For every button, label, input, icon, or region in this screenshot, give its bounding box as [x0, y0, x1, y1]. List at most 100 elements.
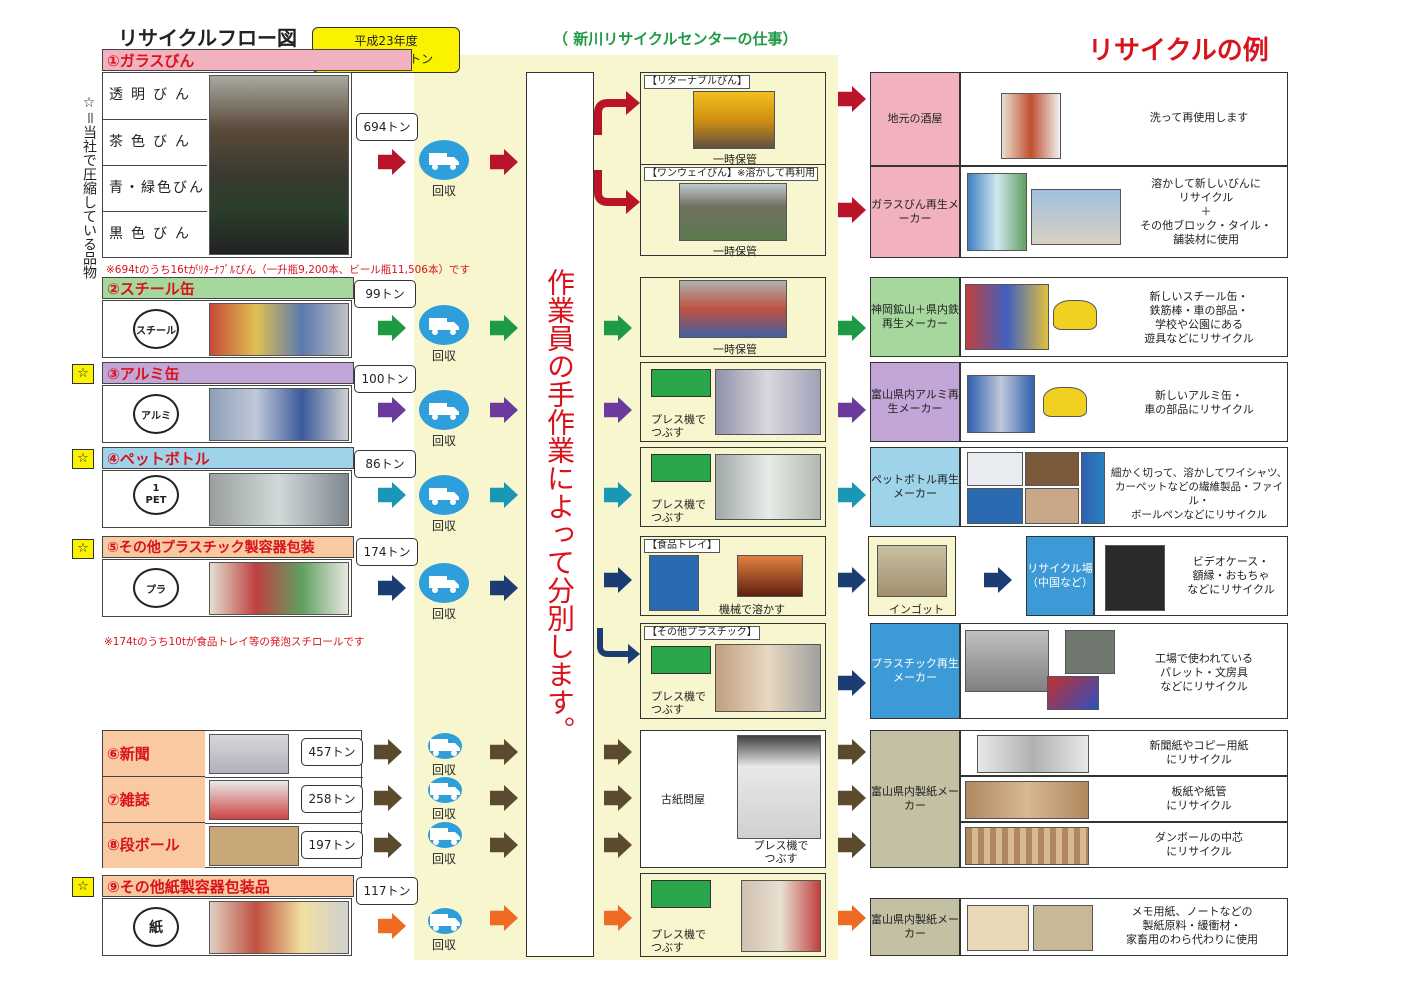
glass-blue-green: 青・緑色びん	[103, 165, 207, 210]
example-pet-text: 細かく切って、溶かしてワイシャツ、カーペットなどの繊維製品・ファイル・ボールペン…	[1110, 467, 1288, 521]
glass-tons: 694トン	[356, 113, 418, 141]
ingot-arrow	[838, 567, 866, 593]
pet-truck-icon	[419, 475, 469, 515]
cardboard-tons: 197トン	[301, 831, 363, 859]
pet-tons: 86トン	[354, 450, 416, 478]
stage-alu: プレス機でつぶす	[640, 362, 826, 442]
otherplastic-arrow	[838, 670, 866, 696]
pet-arrow-4	[838, 482, 866, 508]
pet-symbol-text: PET	[145, 495, 167, 506]
category-plastic: ⑤その他プラスチック製容器包装	[102, 536, 354, 558]
stage-oneway-label: 【ワンウェイびん】※溶かして再利用	[644, 167, 819, 181]
sake-arrow	[838, 86, 866, 112]
alu-press-caption: プレス機でつぶす	[651, 413, 706, 439]
returnable-bend-arrow-head	[626, 91, 640, 115]
category-news: ⑥新聞	[103, 731, 205, 777]
dest-recycle-site: リサイクル場（中国など）	[1026, 536, 1094, 616]
steel-cans-photo	[965, 284, 1049, 350]
stage-returnable-caption: 一時保管	[713, 153, 757, 166]
oneway-photo	[679, 183, 787, 241]
steel-arrow-1	[378, 315, 406, 341]
example-news: 新聞紙やコピー用紙にリサイクル	[960, 730, 1288, 776]
glass-arrow-2	[490, 149, 518, 175]
otherpaper-star: ☆	[72, 877, 94, 897]
pet-shirt-photo	[967, 488, 1023, 524]
glassmaker-arrow	[838, 197, 866, 223]
glass-black: 黒色びん	[103, 211, 207, 256]
alu-arrow-4	[838, 397, 866, 423]
stage-steel: 一時保管	[640, 277, 826, 357]
plastic-pens-photo	[1047, 676, 1099, 710]
news-arrow-4	[838, 739, 866, 765]
dest-glass-maker: ガラスびん再生メーカー	[870, 166, 960, 258]
tray-arrow	[604, 567, 632, 593]
otherpaper-photo	[209, 901, 349, 954]
news-truck-icon	[428, 733, 462, 759]
stage-ingot: インゴット	[868, 536, 956, 616]
oneway-bend-arrow-head	[626, 190, 640, 214]
steel-symbol-icon: スチール	[133, 309, 179, 349]
stage-other-plastic-label: 【その他プラスチック】	[644, 626, 760, 640]
center-title: （ 新川リサイクルセンターの仕事）	[553, 30, 798, 48]
returnable-bend-arrow	[594, 99, 628, 135]
news-collect-label: 回収	[432, 763, 457, 777]
magazine-collect-label: 回収	[432, 807, 457, 821]
pet-pens-photo	[1081, 452, 1105, 524]
magazine-tons: 258トン	[301, 785, 363, 813]
plastic-photo	[209, 562, 349, 615]
example-glass: 溶かして新しいびんにリサイクル＋その他ブロック・タイル・舗装材に使用	[960, 166, 1288, 258]
cardboard-truck-icon	[428, 822, 462, 848]
otherpaper-arrow-2	[490, 905, 518, 931]
glass-truck-icon	[419, 140, 469, 180]
steel-tons: 99トン	[354, 280, 416, 308]
otherpaper-tons: 117トン	[356, 877, 418, 905]
pet-arrow-2	[490, 482, 518, 508]
example-tray: ビデオケース・額縁・おもちゃなどにリサイクル	[1094, 536, 1288, 616]
pet-symbol-number: 1	[152, 483, 160, 494]
pet-press-caption: プレス機でつぶす	[651, 498, 706, 524]
example-glass-text: 溶かして新しいびんにリサイクル＋その他ブロック・タイル・舗装材に使用	[1140, 177, 1272, 246]
category-steel: ②スチール缶	[102, 277, 354, 299]
stage-tray: 【食品トレイ】 機械で溶かす	[640, 536, 826, 616]
category-cardboard: ⑧段ボール	[103, 823, 205, 868]
paper-press-icon	[651, 880, 711, 908]
oneway-bend-arrow	[594, 170, 628, 206]
alu-symbol-icon: アルミ	[133, 394, 179, 434]
plastic-tray-photo	[1065, 630, 1115, 674]
steel-truck-icon	[419, 305, 469, 345]
alu-arrow-2	[490, 397, 518, 423]
otherpaper-arrow-1	[378, 913, 406, 939]
magazine-arrow-1	[374, 785, 402, 811]
sorting-column: 作業員の手作業によって分別します。	[526, 72, 594, 957]
plastic-press-icon	[651, 646, 711, 674]
pet-press-icon	[651, 454, 711, 482]
stage-tray-caption: 機械で溶かす	[719, 603, 785, 616]
example-otherpaper-text: メモ用紙、ノートなどの製紙原料・緩衝材・家畜用のわら代わりに使用	[1126, 905, 1258, 946]
otherplastic-bend-arrow-head	[628, 644, 640, 664]
magazine-arrow-4	[838, 785, 866, 811]
alu-press-icon	[651, 369, 711, 397]
plastic-press-caption: プレス機でつぶす	[651, 690, 706, 716]
example-sake: 洗って再使用します	[960, 72, 1288, 166]
stage-paper-dealer: 古紙問屋 プレス機でつぶす	[640, 730, 826, 868]
steel-stage-photo	[679, 280, 787, 338]
otherpaper-row: 紙	[102, 898, 352, 956]
pet-star: ☆	[72, 449, 94, 469]
tray-machine-photo	[649, 555, 699, 611]
alu-row: アルミ	[102, 385, 352, 443]
steel-collect-label: 回収	[432, 349, 457, 363]
ingot-photo	[877, 545, 947, 597]
alu-cans-photo	[967, 375, 1035, 433]
dest-alu: 富山県内アルミ再生メーカー	[870, 362, 960, 442]
plastic-note: ※174tのうち10tが食品トレイ等の発泡スチロールです	[104, 636, 365, 648]
side-note: ☆＝当社で圧縮している品物	[81, 95, 97, 279]
dest-pet: ペットボトル再生メーカー	[870, 447, 960, 527]
example-magazine: 板紙や紙管にリサイクル	[960, 776, 1288, 822]
plastic-symbol-icon: プラ	[133, 568, 179, 608]
paper-dealer-label: 古紙問屋	[661, 793, 705, 806]
alu-photo	[209, 388, 349, 441]
pet-collect-label: 回収	[432, 519, 457, 533]
pet-carpet-photo	[1025, 488, 1079, 524]
